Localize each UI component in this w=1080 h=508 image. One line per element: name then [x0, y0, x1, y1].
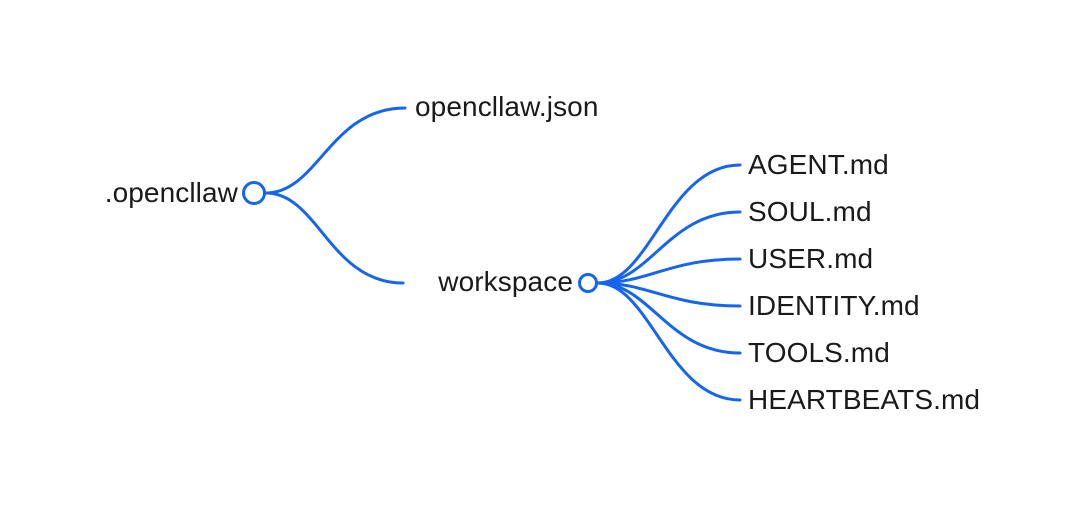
label-tools-md[interactable]: TOOLS.md	[748, 337, 890, 368]
label-soul-md[interactable]: SOUL.md	[748, 196, 872, 227]
label-workspace[interactable]: workspace	[438, 266, 573, 297]
edge-workspace-to-identity-md	[596, 281, 742, 308]
edge-workspace-to-soul-md	[596, 210, 742, 285]
root-node-circle[interactable]	[242, 181, 266, 205]
label-agent-md[interactable]: AGENT.md	[748, 149, 889, 180]
label-opencllaw-json[interactable]: opencllaw.json	[415, 91, 599, 122]
edge-workspace-to-heartbeats-md	[596, 281, 742, 402]
edge-root-to-workspace	[264, 191, 405, 285]
label-heartbeats-md[interactable]: HEARTBEATS.md	[748, 384, 981, 415]
label-identity-md[interactable]: IDENTITY.md	[748, 290, 920, 321]
node-layer	[242, 181, 598, 293]
edge-workspace-to-tools-md	[596, 281, 742, 355]
edge-workspace-to-agent-md	[596, 163, 742, 285]
root-edges	[264, 106, 407, 285]
root-label[interactable]: .opencllaw	[104, 177, 238, 208]
edge-workspace-to-user-md	[596, 257, 742, 285]
edge-root-to-opencllaw-json	[264, 106, 407, 195]
label-user-md[interactable]: USER.md	[748, 243, 874, 274]
workspace-node-circle[interactable]	[578, 273, 598, 293]
workspace-edges	[596, 163, 742, 402]
